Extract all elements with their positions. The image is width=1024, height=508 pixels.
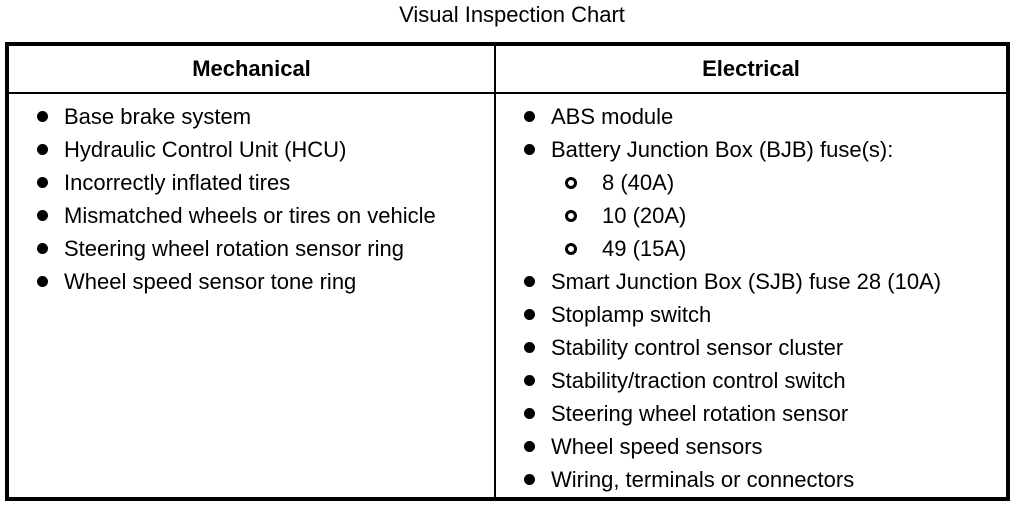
list-item: Stability/traction control switch: [496, 364, 1006, 397]
filled-bullet-icon: [524, 441, 535, 452]
list-item-label: Stability/traction control switch: [551, 367, 846, 393]
open-bullet-icon: [565, 176, 577, 189]
list-item: Base brake system: [9, 100, 494, 133]
list-item-label: Hydraulic Control Unit (HCU): [64, 136, 347, 162]
filled-bullet-icon: [37, 210, 48, 221]
list-item-label: Smart Junction Box (SJB) fuse 28 (10A): [551, 268, 942, 294]
mechanical-column-header: Mechanical: [9, 46, 496, 92]
list-item-label: Wheel speed sensors: [551, 433, 763, 459]
inspection-table: Mechanical Electrical Base brake system …: [5, 42, 1010, 501]
list-item: Battery Junction Box (BJB) fuse(s):: [496, 133, 1006, 166]
mechanical-column: Base brake system Hydraulic Control Unit…: [9, 94, 496, 497]
mechanical-list: Base brake system Hydraulic Control Unit…: [9, 94, 494, 298]
table-header-row: Mechanical Electrical: [9, 46, 1006, 94]
sub-list-item: 8 (40A): [496, 166, 1006, 199]
list-item-label: Steering wheel rotation sensor ring: [64, 235, 404, 261]
open-bullet-icon: [565, 209, 577, 222]
list-item-label: Wiring, terminals or connectors: [551, 466, 855, 492]
list-item: Incorrectly inflated tires: [9, 166, 494, 199]
list-item-label: Stability control sensor cluster: [551, 334, 844, 360]
list-item-label: Wheel speed sensor tone ring: [64, 268, 357, 294]
filled-bullet-icon: [524, 144, 535, 155]
list-item-label: 49 (15A): [602, 235, 687, 261]
filled-bullet-icon: [37, 177, 48, 188]
list-item: Steering wheel rotation sensor ring: [9, 232, 494, 265]
filled-bullet-icon: [524, 474, 535, 485]
list-item: Steering wheel rotation sensor: [496, 397, 1006, 430]
filled-bullet-icon: [524, 342, 535, 353]
filled-bullet-icon: [37, 243, 48, 254]
list-item: Wheel speed sensors: [496, 430, 1006, 463]
list-item-label: ABS module: [551, 103, 674, 129]
list-item: Hydraulic Control Unit (HCU): [9, 133, 494, 166]
list-item-label: Base brake system: [64, 103, 252, 129]
list-item-label: Battery Junction Box (BJB) fuse(s):: [551, 136, 894, 162]
list-item: Mismatched wheels or tires on vehicle: [9, 199, 494, 232]
list-item-label: Steering wheel rotation sensor: [551, 400, 849, 426]
filled-bullet-icon: [524, 111, 535, 122]
list-item-label: Incorrectly inflated tires: [64, 169, 291, 195]
list-item-label: Stoplamp switch: [551, 301, 712, 327]
filled-bullet-icon: [524, 309, 535, 320]
list-item: Wheel speed sensor tone ring: [9, 265, 494, 298]
list-item: Wiring, terminals or connectors: [496, 463, 1006, 496]
filled-bullet-icon: [37, 144, 48, 155]
list-item: Stoplamp switch: [496, 298, 1006, 331]
filled-bullet-icon: [524, 276, 535, 287]
sub-list-item: 49 (15A): [496, 232, 1006, 265]
filled-bullet-icon: [37, 111, 48, 122]
table-body-row: Base brake system Hydraulic Control Unit…: [9, 94, 1006, 497]
filled-bullet-icon: [37, 276, 48, 287]
page-title: Visual Inspection Chart: [399, 2, 625, 27]
electrical-column-header: Electrical: [702, 56, 800, 81]
list-item: ABS module: [496, 100, 1006, 133]
list-item-label: 10 (20A): [602, 202, 687, 228]
electrical-list: ABS module Battery Junction Box (BJB) fu…: [496, 94, 1006, 496]
list-item: Smart Junction Box (SJB) fuse 28 (10A): [496, 265, 1006, 298]
electrical-column: ABS module Battery Junction Box (BJB) fu…: [496, 94, 1006, 497]
list-item: Stability control sensor cluster: [496, 331, 1006, 364]
filled-bullet-icon: [524, 408, 535, 419]
list-item-label: Mismatched wheels or tires on vehicle: [64, 202, 436, 228]
filled-bullet-icon: [524, 375, 535, 386]
open-bullet-icon: [565, 242, 577, 255]
list-item-label: 8 (40A): [602, 169, 675, 195]
sub-list-item: 10 (20A): [496, 199, 1006, 232]
